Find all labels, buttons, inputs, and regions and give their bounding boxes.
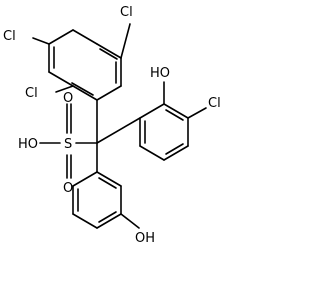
ring2-double-2 [165, 143, 184, 155]
ring3-bond-6 [72, 171, 98, 187]
oxygen-bottom-label: O [63, 181, 73, 196]
ring1-bond-5 [72, 29, 98, 45]
ring1-bond-4 [48, 29, 74, 45]
bond-ring3-oh [120, 213, 140, 229]
ring2-bond-4 [163, 145, 189, 161]
bond-c-to-chlorohydroxyphenyl [96, 117, 141, 144]
hydroxyphenyl-ring: OH [72, 171, 155, 246]
bond-ring1-cl-top [120, 23, 131, 59]
ring1-bond-8 [96, 85, 122, 101]
ring3-hydroxyl-label: OH [135, 231, 155, 246]
ring1-bond-2 [48, 71, 74, 87]
bond-ring2-cl [187, 107, 207, 119]
ring2-hydroxyl-label: HO [150, 66, 170, 81]
ring2-bond-1 [139, 103, 165, 119]
bond-ring1-cl-upper-left [32, 37, 50, 45]
chlorine-right-label: Cl [208, 96, 221, 111]
ring3-bond-4 [72, 213, 98, 229]
ring1-double-3 [99, 48, 118, 60]
ring3-bond-1 [96, 171, 122, 187]
ring3-bond-3 [96, 213, 122, 229]
ring2-bond-5 [139, 145, 165, 161]
ring1-double-1 [71, 82, 94, 96]
trichlorophenyl-ring: Cl Cl Cl [3, 5, 133, 101]
ring3-double-2 [98, 211, 117, 223]
chemical-structure-diagram: S O O HO Cl Cl Cl [3, 5, 221, 246]
central-carbon-bonds [75, 99, 141, 173]
ring3-double-1 [98, 177, 117, 189]
ring1-bond-6 [96, 43, 122, 59]
chlorine-left-label: Cl [25, 86, 38, 101]
oxygen-top-label: O [63, 91, 73, 106]
chlorine-top-label: Cl [120, 5, 133, 20]
sulfonic-hydroxyl-label: HO [18, 137, 38, 152]
ring1-bond-1 [72, 85, 98, 101]
ring2-bond-2 [163, 103, 189, 119]
sulfur-label: S [64, 137, 72, 152]
chlorine-upper-left-label: Cl [3, 29, 16, 44]
bond-ring1-cl-left [55, 85, 74, 93]
chlorohydroxyphenyl-ring: HO Cl [139, 66, 221, 161]
sulfonic-acid-group: S O O HO [18, 91, 73, 196]
ring2-double-1 [165, 109, 184, 121]
